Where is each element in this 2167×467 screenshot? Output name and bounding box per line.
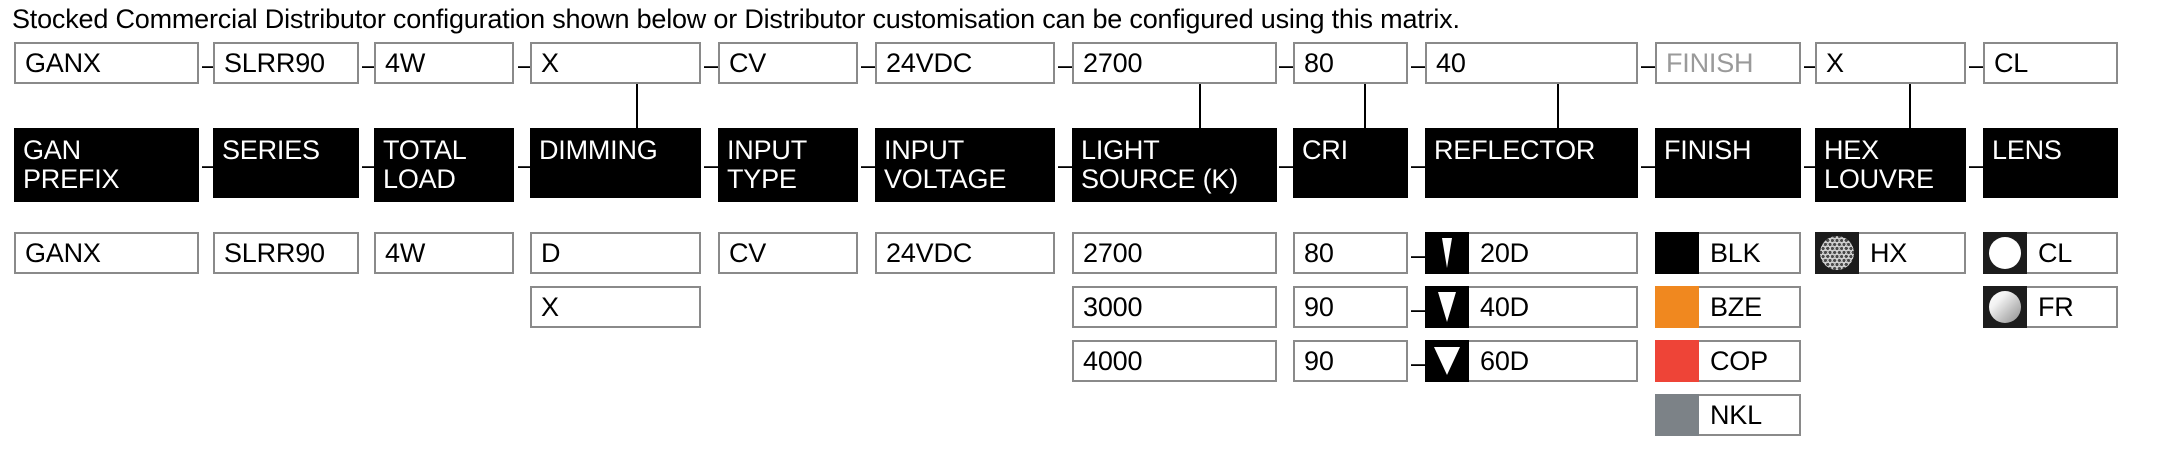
header-separator: – <box>704 150 720 180</box>
option-light-source[interactable]: 4000 <box>1072 340 1277 382</box>
option-reflector[interactable]: 20D <box>1425 232 1638 274</box>
header-separator: – <box>1641 150 1657 180</box>
code-separator: – <box>518 50 534 80</box>
option-cri[interactable]: 90 <box>1293 286 1408 328</box>
code-separator: – <box>1969 50 1985 80</box>
code-box-cri[interactable]: 80 <box>1293 42 1408 84</box>
option-finish[interactable]: NKL <box>1655 394 1801 436</box>
code-box-input-type[interactable]: CV <box>718 42 858 84</box>
beam-narrow-icon <box>1425 232 1469 274</box>
header-reflector: REFLECTOR <box>1425 128 1638 198</box>
header-hex-louvre: HEX LOUVRE <box>1815 128 1966 202</box>
option-lens[interactable]: FR <box>1983 286 2118 328</box>
option-label-lens: FR <box>2027 286 2118 328</box>
code-box-input-voltage[interactable]: 24VDC <box>875 42 1055 84</box>
header-separator: – <box>1058 150 1074 180</box>
option-lens[interactable]: CL <box>1983 232 2118 274</box>
header-gan-prefix: GAN PREFIX <box>14 128 199 202</box>
header-separator: – <box>518 150 534 180</box>
header-dimming: DIMMING <box>530 128 701 198</box>
code-box-total-load[interactable]: 4W <box>374 42 514 84</box>
option-series[interactable]: SLRR90 <box>213 232 359 274</box>
frosted-lens-icon <box>1983 286 2027 328</box>
code-box-lens[interactable]: CL <box>1983 42 2118 84</box>
option-dimming[interactable]: X <box>530 286 701 328</box>
swatch-bronze-icon <box>1655 286 1699 328</box>
connector-line-hex-louvre <box>1909 84 1911 128</box>
option-finish[interactable]: BLK <box>1655 232 1801 274</box>
option-hex-louvre[interactable]: HX <box>1815 232 1966 274</box>
option-label-finish: NKL <box>1699 394 1801 436</box>
option-label-hex-louvre: HX <box>1859 232 1966 274</box>
intro-text: Stocked Commercial Distributor configura… <box>12 4 1460 34</box>
code-separator: – <box>704 50 720 80</box>
code-box-gan-prefix[interactable]: GANX <box>14 42 199 84</box>
option-input-voltage[interactable]: 24VDC <box>875 232 1055 274</box>
option-finish[interactable]: COP <box>1655 340 1801 382</box>
option-input-type[interactable]: CV <box>718 232 858 274</box>
swatch-black-icon <box>1655 232 1699 274</box>
code-separator: – <box>1058 50 1074 80</box>
option-label-reflector: 20D <box>1469 232 1638 274</box>
option-cri[interactable]: 90 <box>1293 340 1408 382</box>
code-separator: – <box>362 50 378 80</box>
header-light-source: LIGHT SOURCE (K) <box>1072 128 1277 202</box>
option-cri[interactable]: 80 <box>1293 232 1408 274</box>
beam-medium-icon <box>1425 286 1469 328</box>
code-separator: – <box>1641 50 1657 80</box>
option-separator: – <box>1411 294 1427 324</box>
code-box-dimming[interactable]: X <box>530 42 701 84</box>
header-finish: FINISH <box>1655 128 1801 198</box>
header-cri: CRI <box>1293 128 1408 198</box>
swatch-nickel-icon <box>1655 394 1699 436</box>
connector-line-dimming <box>636 84 638 128</box>
header-lens: LENS <box>1983 128 2118 198</box>
beam-wide-icon <box>1425 340 1469 382</box>
option-reflector[interactable]: 60D <box>1425 340 1638 382</box>
honeycomb-icon <box>1815 232 1859 274</box>
code-separator: – <box>861 50 877 80</box>
option-light-source[interactable]: 2700 <box>1072 232 1277 274</box>
code-box-series[interactable]: SLRR90 <box>213 42 359 84</box>
header-input-type: INPUT TYPE <box>718 128 858 202</box>
header-separator: – <box>1279 150 1295 180</box>
code-separator: – <box>1411 50 1427 80</box>
option-label-reflector: 60D <box>1469 340 1638 382</box>
option-light-source[interactable]: 3000 <box>1072 286 1277 328</box>
swatch-copper-icon <box>1655 340 1699 382</box>
header-separator: – <box>1969 150 1985 180</box>
clear-lens-icon <box>1983 232 2027 274</box>
option-reflector[interactable]: 40D <box>1425 286 1638 328</box>
header-input-voltage: INPUT VOLTAGE <box>875 128 1055 202</box>
code-box-reflector[interactable]: 40 <box>1425 42 1638 84</box>
option-gan-prefix[interactable]: GANX <box>14 232 199 274</box>
option-dimming[interactable]: D <box>530 232 701 274</box>
option-label-finish: BLK <box>1699 232 1801 274</box>
connector-line-reflector <box>1557 84 1559 128</box>
code-box-light-source[interactable]: 2700 <box>1072 42 1277 84</box>
option-label-finish: COP <box>1699 340 1801 382</box>
option-label-finish: BZE <box>1699 286 1801 328</box>
option-label-lens: CL <box>2027 232 2118 274</box>
code-box-finish[interactable]: FINISH <box>1655 42 1801 84</box>
connector-line-cri <box>1364 84 1366 128</box>
connector-line-light-source <box>1199 84 1201 128</box>
option-separator: – <box>1411 348 1427 378</box>
header-series: SERIES <box>213 128 359 198</box>
option-finish[interactable]: BZE <box>1655 286 1801 328</box>
code-separator: – <box>1279 50 1295 80</box>
option-label-reflector: 40D <box>1469 286 1638 328</box>
header-separator: – <box>362 150 378 180</box>
option-separator: – <box>1411 240 1427 270</box>
code-box-hex-louvre[interactable]: X <box>1815 42 1966 84</box>
header-separator: – <box>1411 150 1427 180</box>
header-separator: – <box>861 150 877 180</box>
header-total-load: TOTAL LOAD <box>374 128 514 202</box>
option-total-load[interactable]: 4W <box>374 232 514 274</box>
